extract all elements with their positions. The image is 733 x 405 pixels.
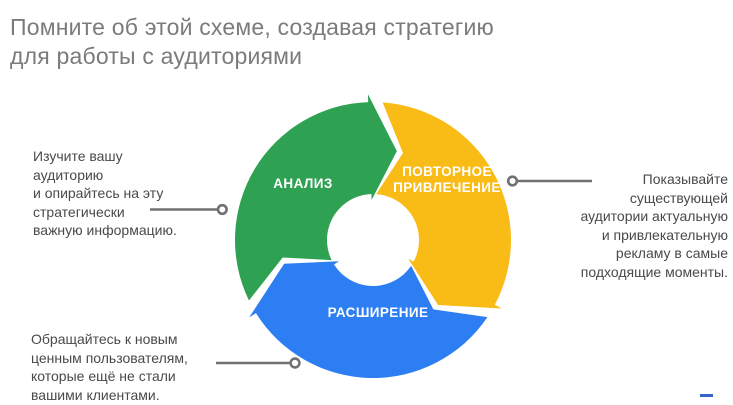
annotation-reengagement-line: аудитории актуальную (580, 208, 728, 224)
annotation-analysis-line: и опирайтесь на эту (33, 185, 164, 201)
annotation-expansion-line: вашими клиентами. (31, 386, 160, 403)
segment-expansion-label: РАСШИРЕНИЕ (328, 305, 429, 320)
page-corner-accent (700, 394, 713, 397)
page-title: Помните об этой схеме, создавая стратеги… (10, 13, 494, 71)
page-title-line1: Помните об этой схеме, создавая стратеги… (10, 14, 494, 40)
annotation-reengagement: Показывайте существующей аудитории актуа… (581, 170, 728, 281)
annotation-reengagement-line: подходящие моменты. (580, 263, 728, 280)
annotation-expansion: Обращайтесь к новым ценным пользователям… (31, 330, 188, 404)
segment-reengagement (368, 102, 521, 310)
annotation-expansion-line: ценным пользователям, (31, 349, 188, 366)
segment-analysis-label: АНАЛИЗ (273, 176, 332, 191)
annotation-reengagement-line: и привлекательную (601, 226, 728, 243)
annotation-reengagement-line: рекламу в самые (615, 245, 728, 261)
segment-reengagement-label-line1: ПОВТОРНОЕ (402, 164, 492, 179)
segment-reengagement-label-line2: ПРИВЛЕЧЕНИЕ (393, 180, 501, 195)
connector-dot-analysis (216, 203, 228, 216)
connector-dot-reengagement (506, 175, 519, 187)
page-title-line2: для работы с аудиториями (10, 43, 303, 69)
annotation-analysis-line: аудиторию (33, 166, 104, 183)
annotation-analysis-line: стратегически (33, 203, 125, 220)
annotation-analysis: Изучите вашу аудиторию и опирайтесь на э… (33, 147, 177, 240)
annotation-analysis-line: Изучите вашу (33, 148, 123, 164)
annotation-expansion-line: Обращайтесь к новым (31, 331, 178, 347)
annotation-expansion-line: которые ещё не стали (31, 368, 176, 384)
connector-dot-expansion (289, 357, 301, 369)
annotation-analysis-line: важную информацию. (33, 222, 177, 238)
annotation-reengagement-line: существующей (629, 189, 728, 206)
annotation-reengagement-line: Показывайте (642, 171, 728, 187)
